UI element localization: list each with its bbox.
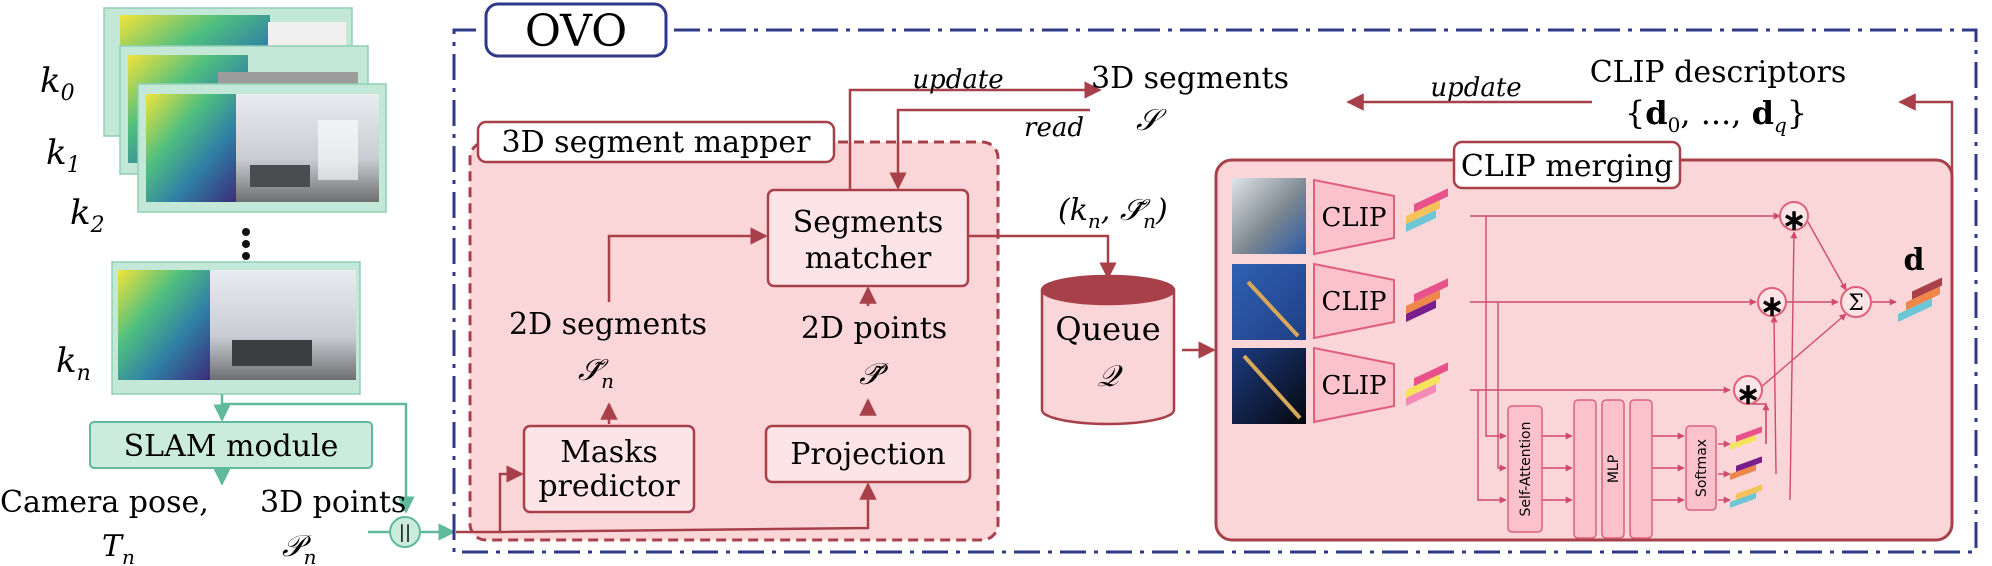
concat-symbol: || (399, 522, 411, 543)
points-symbol: 𝒫n (282, 529, 317, 566)
sum-operator (1840, 286, 1872, 318)
segments-matcher-label-1: Segments (793, 205, 943, 240)
weight-stack-icon-3 (1730, 484, 1762, 508)
projection-box (764, 424, 972, 484)
multiply-symbol-2: ∗ (1759, 289, 1784, 324)
ovo-title-box (484, 2, 668, 58)
mlp-block-1 (1573, 399, 1597, 539)
weight-stack-icon-1 (1730, 426, 1762, 450)
frame-label-kn: kn (56, 341, 91, 386)
masks-predictor-label-2: predictor (538, 469, 680, 504)
clip-encoder-label-1: CLIP (1322, 203, 1387, 233)
segments-3d-label: 3D segments (1091, 61, 1289, 96)
update-label-left: update (912, 65, 1003, 95)
update-label-right: update (1430, 73, 1521, 103)
multiply-operator-3 (1733, 375, 1763, 405)
slam-module-label: SLAM module (124, 429, 339, 464)
multiply-operator-2 (1757, 287, 1787, 317)
multiply-operator-1 (1779, 201, 1809, 231)
queue-input-label: (kn, 𝒮̃n) (1058, 193, 1168, 233)
clip-descriptors-set: {d0, ..., dq} (1625, 94, 1807, 137)
softmax-block (1685, 425, 1717, 511)
slam-connectors (213, 394, 456, 541)
pose-symbol: Tn (102, 529, 135, 566)
segment-mapper-title: 3D segment mapper (502, 125, 812, 160)
queue-label: Queue (1055, 310, 1160, 348)
points-2d-label: 2D points (801, 311, 947, 346)
clip-encoder-label-3: CLIP (1322, 371, 1387, 401)
camera-pose-label: Camera pose, (0, 485, 209, 520)
output-descriptor-label: d (1904, 243, 1925, 278)
mlp-block-2 (1601, 399, 1625, 539)
segments-matcher-box (766, 188, 970, 288)
segments-3d-symbol: 𝒮 (1136, 103, 1167, 138)
clip-merging-title: CLIP merging (1461, 149, 1673, 184)
slam-module-box (89, 421, 373, 469)
weight-stack-icon-2 (1730, 456, 1762, 480)
segment-crop-1 (1232, 178, 1306, 254)
keyframe-stack (103, 7, 387, 213)
ellipsis-dots (242, 228, 250, 260)
self-attention-block (1507, 405, 1543, 533)
output-descriptor-icon (1898, 277, 1942, 322)
mlp-label: MLP (1606, 455, 1622, 483)
mapper-connectors (456, 81, 1216, 534)
clip-encoders (1313, 178, 1395, 424)
embedding-stack-icon-2 (1406, 278, 1448, 322)
multiply-symbol-1: ∗ (1781, 203, 1806, 238)
frame-label-k0: k0 (40, 61, 75, 106)
points-3d-label: 3D points (260, 485, 406, 520)
self-attention-label: Self-Attention (1518, 422, 1534, 517)
multiply-symbol-3: ∗ (1735, 377, 1760, 412)
clip-encoder-label-2: CLIP (1322, 287, 1387, 317)
read-label: read (1024, 113, 1084, 143)
embedding-stack-icon-3 (1406, 362, 1448, 406)
sum-symbol: Σ (1848, 291, 1864, 316)
clip-merging-title-box (1452, 140, 1682, 190)
segment-mapper-title-box (476, 120, 836, 164)
merging-connectors (1470, 212, 1897, 504)
embedding-stack-icon-1 (1406, 188, 1448, 232)
mlp-block-3 (1629, 399, 1653, 539)
segments-2d-label: 2D segments (509, 307, 707, 342)
frame-label-k1: k1 (46, 133, 81, 178)
queue-cylinder (1040, 274, 1176, 426)
keyframe-kn (111, 261, 361, 395)
projection-label: Projection (790, 437, 945, 472)
segments-matcher-label-2: matcher (805, 241, 932, 276)
frame-label-k2: k2 (70, 193, 105, 238)
masks-predictor-label-1: Masks (560, 435, 658, 470)
concat-operator (389, 516, 421, 548)
softmax-label: Softmax (1694, 439, 1710, 497)
ovo-title: OVO (525, 6, 627, 57)
ovo-border (452, 28, 1978, 554)
clip-descriptors-label: CLIP descriptors (1590, 55, 1847, 90)
masks-predictor-box (522, 424, 696, 514)
